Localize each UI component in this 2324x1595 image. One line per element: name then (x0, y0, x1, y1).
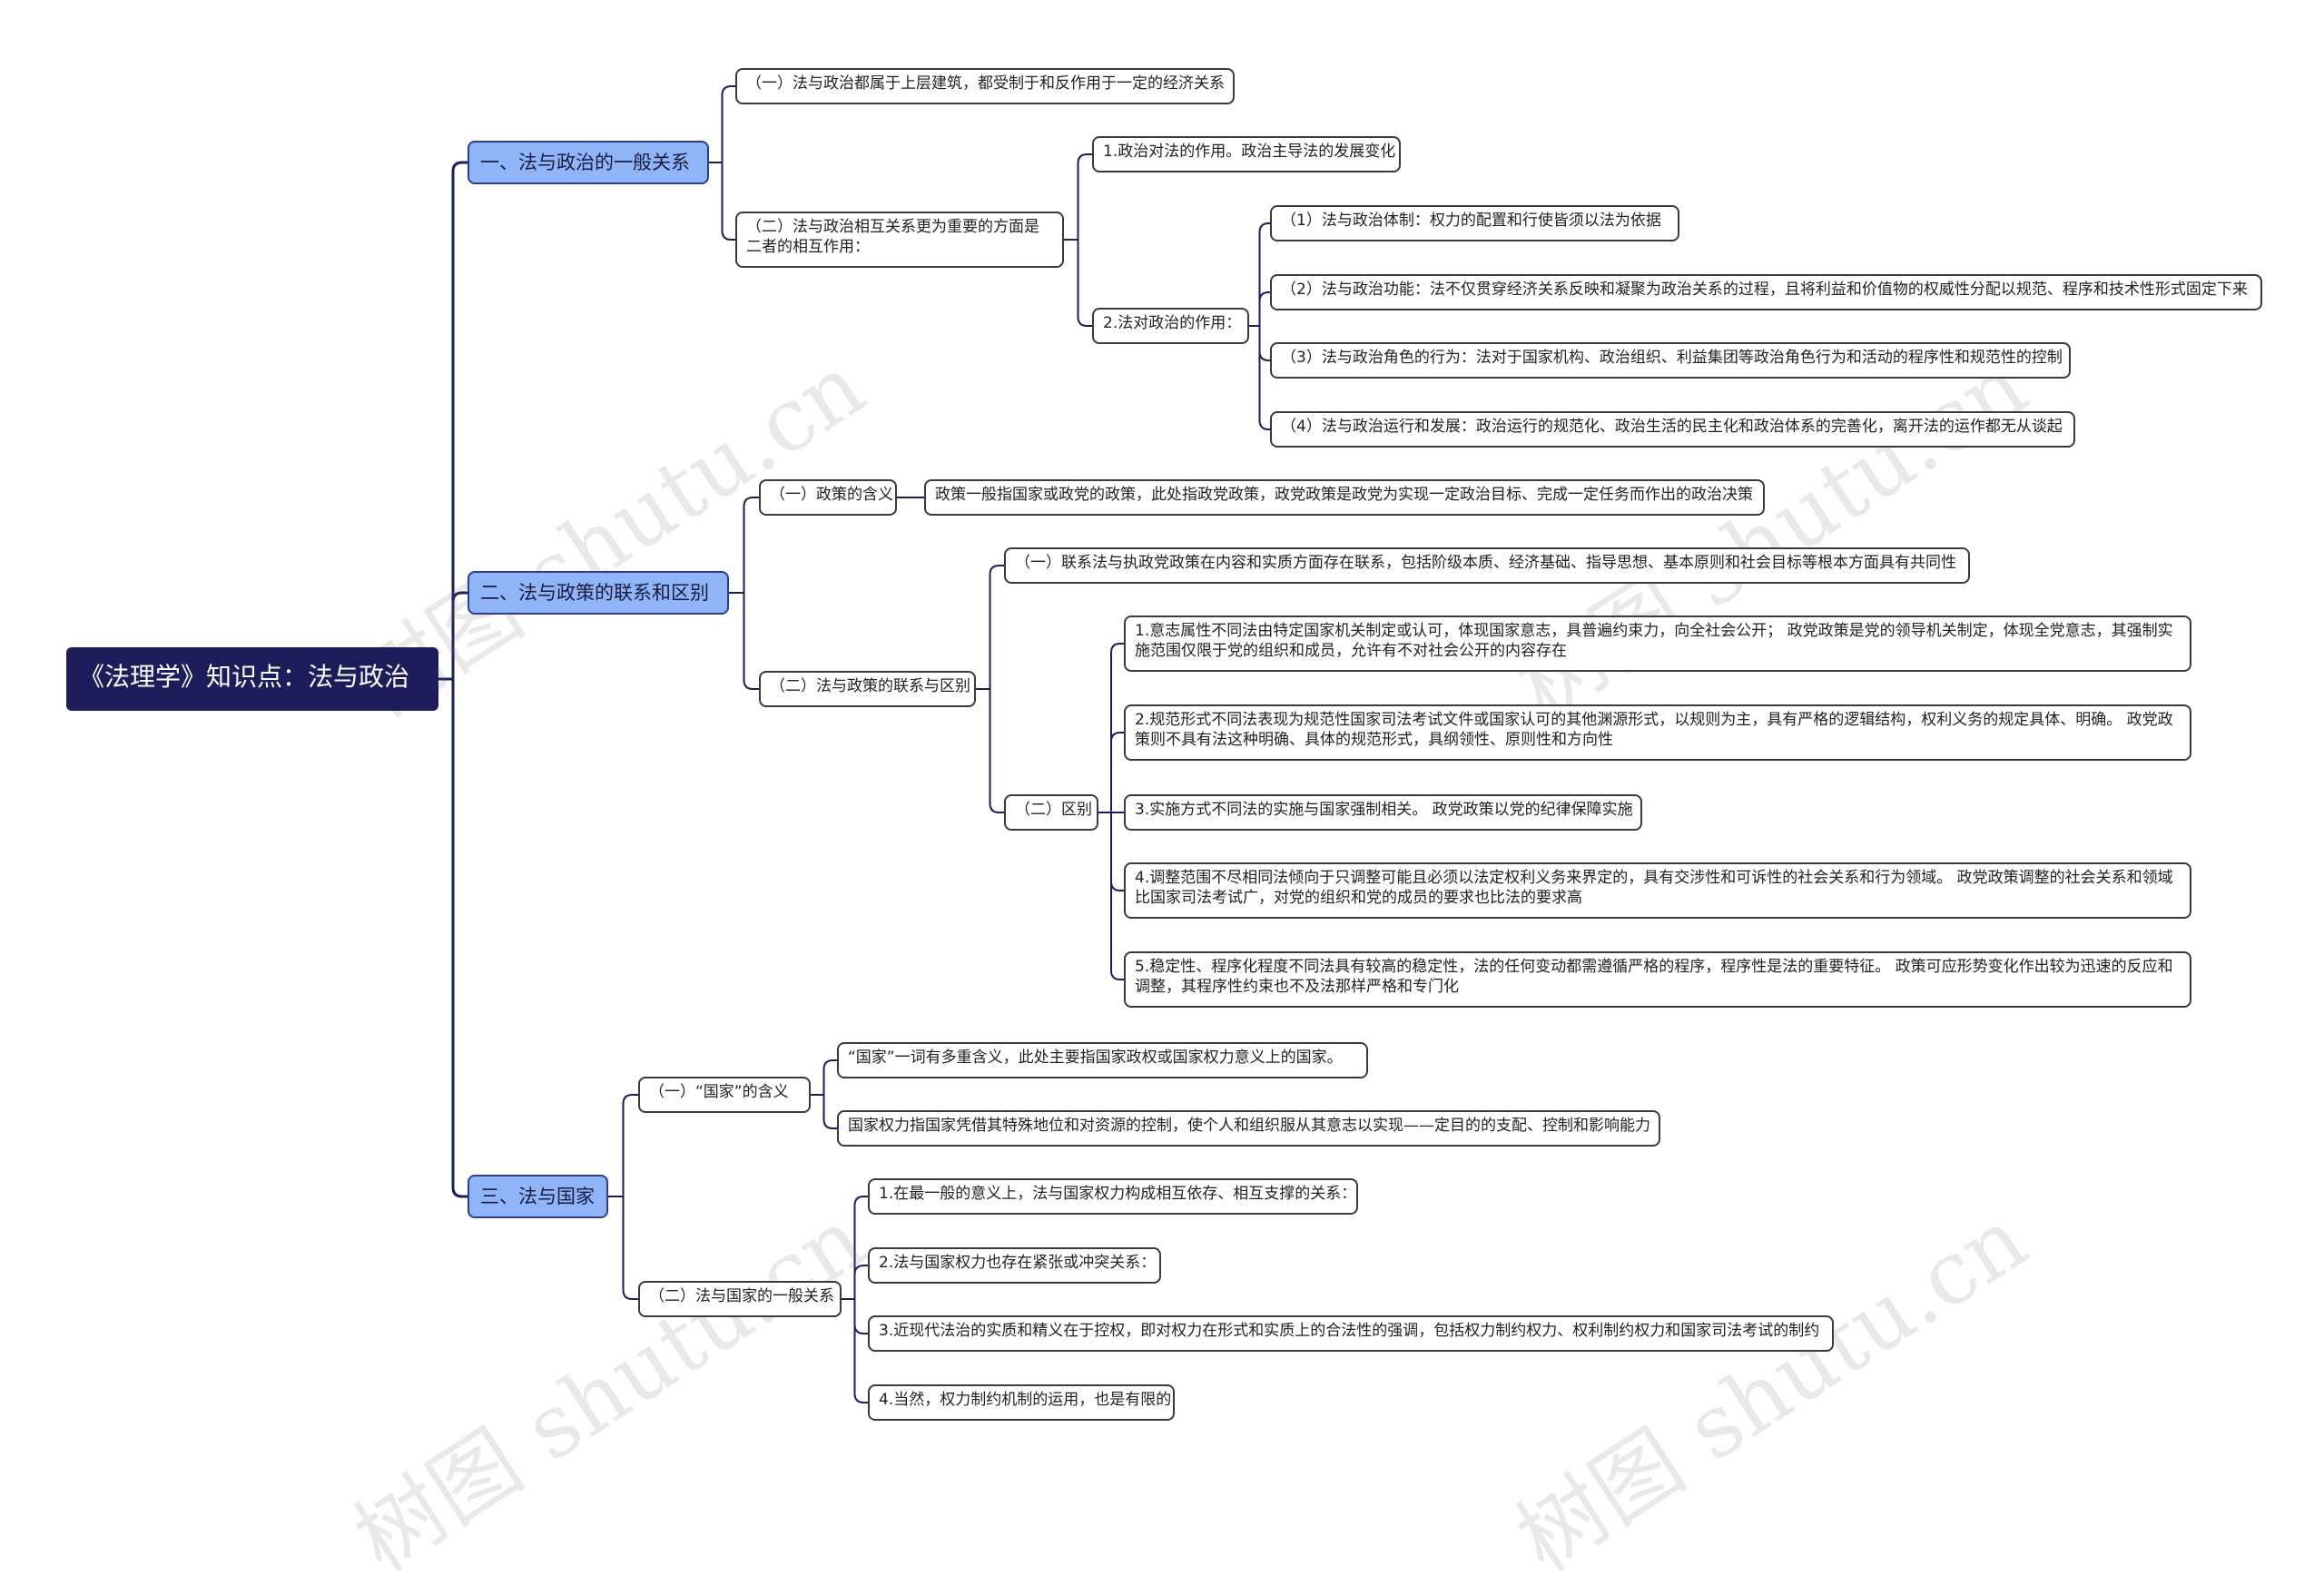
b2-c2[interactable]: （二）法与政策的联系与区别 (759, 671, 976, 707)
b3-c2-g4[interactable]: 4.当然，权力制约机制的运用，也是有限的 (868, 1384, 1175, 1421)
connector-line (842, 1265, 868, 1300)
connector-line (976, 565, 1004, 690)
b2-c2-g2[interactable]: （二）区别 (1004, 794, 1098, 831)
branch-2-law-and-policy[interactable]: 二、法与政策的联系和区别 (468, 571, 729, 615)
connector-line (1098, 732, 1124, 813)
b2-c1[interactable]: （一）政策的含义 (759, 479, 897, 516)
b3-c1[interactable]: （一）“国家”的含义 (638, 1077, 811, 1113)
root-topic[interactable]: 《法理学》知识点：法与政治 (66, 647, 438, 711)
branch-1-law-and-politics[interactable]: 一、法与政治的一般关系 (468, 141, 709, 184)
connector-line (842, 1298, 868, 1403)
b3-c2[interactable]: （二）法与国家的一般关系 (638, 1281, 842, 1317)
connector-line (438, 677, 468, 1198)
connector-line (729, 592, 759, 690)
connector-line (1064, 153, 1092, 241)
b1-c2-g2[interactable]: 2.法对政治的作用： (1092, 308, 1249, 344)
b2-c2-g1[interactable]: （一）联系法与执政党政策在内容和实质方面存在联系，包括阶级本质、经济基础、指导思… (1004, 547, 1970, 584)
b1-c1[interactable]: （一）法与政治都属于上层建筑，都受制于和反作用于一定的经济关系 (735, 68, 1235, 104)
b1-c2-g2-l4[interactable]: （4）法与政治运行和发展：政治运行的规范化、政治生活的民主化和政治体系的完善化，… (1270, 411, 2075, 448)
connector-line (976, 688, 1004, 813)
b1-c2-g1[interactable]: 1.政治对法的作用。政治主导法的发展变化 (1092, 136, 1401, 172)
connector-line (438, 161, 468, 681)
connector-line (608, 1094, 638, 1197)
connector-line (438, 591, 468, 681)
b1-c2-g2-l1[interactable]: （1）法与政治体制：权力的配置和行使皆须以法为依据 (1270, 205, 1679, 241)
b2-c2-g2-l3[interactable]: 3.实施方式不同法的实施与国家强制相关。 政党政策以党的纪律保障实施 (1124, 794, 1642, 831)
connector-line (842, 1196, 868, 1300)
connector-line (1064, 239, 1092, 327)
b2-c1-g1[interactable]: 政策一般指国家或政党的政策，此处指政党政策，政党政策是政党为实现一定政治目标、完… (924, 479, 1765, 516)
b1-c2-g2-l3[interactable]: （3）法与政治角色的行为：法对于国家机构、政治组织、利益集团等政治角色行为和活动… (1270, 342, 2071, 379)
b2-c2-g2-l4[interactable]: 4.调整范围不尽相同法倾向于只调整可能且必须以法定权利义务来界定的，具有交涉性和… (1124, 862, 2191, 919)
branch-3-law-and-state[interactable]: 三、法与国家 (468, 1175, 608, 1218)
connector-line (608, 1196, 638, 1300)
b3-c2-g3[interactable]: 3.近现代法治的实质和精义在于控权，即对权力在形式和实质上的合法性的强调，包括权… (868, 1315, 1834, 1352)
connector-line (1098, 812, 1124, 980)
b1-c2-g2-l2[interactable]: （2）法与政治功能：法不仅贯穿经济关系反映和凝聚为政治关系的过程，且将利益和价值… (1270, 274, 2262, 310)
connector-line (709, 162, 735, 241)
connector-line (1249, 291, 1270, 327)
mind-map-canvas: 树图 shutu.cn 树图 shutu.cn 树图 shutu.cn 树图 s… (66, 68, 2262, 1590)
b3-c2-g1[interactable]: 1.在最一般的意义上，法与国家权力构成相互依存、相互支撑的关系： (868, 1178, 1358, 1215)
b2-c2-g2-l2[interactable]: 2.规范形式不同法表现为规范性国家司法考试文件或国家认可的其他渊源形式，以规则为… (1124, 704, 2191, 761)
b2-c2-g2-l5[interactable]: 5.稳定性、程序化程度不同法具有较高的稳定性，法的任何变动都需遵循严格的程序，程… (1124, 951, 2191, 1008)
connector-line (1249, 222, 1270, 327)
connector-line (729, 497, 759, 594)
b3-c2-g2[interactable]: 2.法与国家权力也存在紧张或冲突关系： (868, 1247, 1161, 1284)
b2-c2-g2-l1[interactable]: 1.意志属性不同法由特定国家机关制定或认可，体现国家意志，具普遍约束力，向全社会… (1124, 615, 2191, 672)
connector-lines (438, 85, 1270, 1403)
b3-c1-g2[interactable]: 国家权力指国家凭借其特殊地位和对资源的控制，使个人和组织服从其意志以实现——定目… (837, 1110, 1660, 1147)
connector-line (709, 85, 735, 163)
connector-line (811, 1059, 837, 1096)
connector-line (811, 1094, 837, 1129)
b3-c1-g1[interactable]: “国家”一词有多重含义，此处主要指国家政权或国家权力意义上的国家。 (837, 1042, 1368, 1078)
connector-line (1098, 643, 1124, 813)
connector-line (1249, 325, 1270, 430)
b1-c2[interactable]: （二）法与政治相互关系更为重要的方面是二者的相互作用： (735, 212, 1064, 268)
